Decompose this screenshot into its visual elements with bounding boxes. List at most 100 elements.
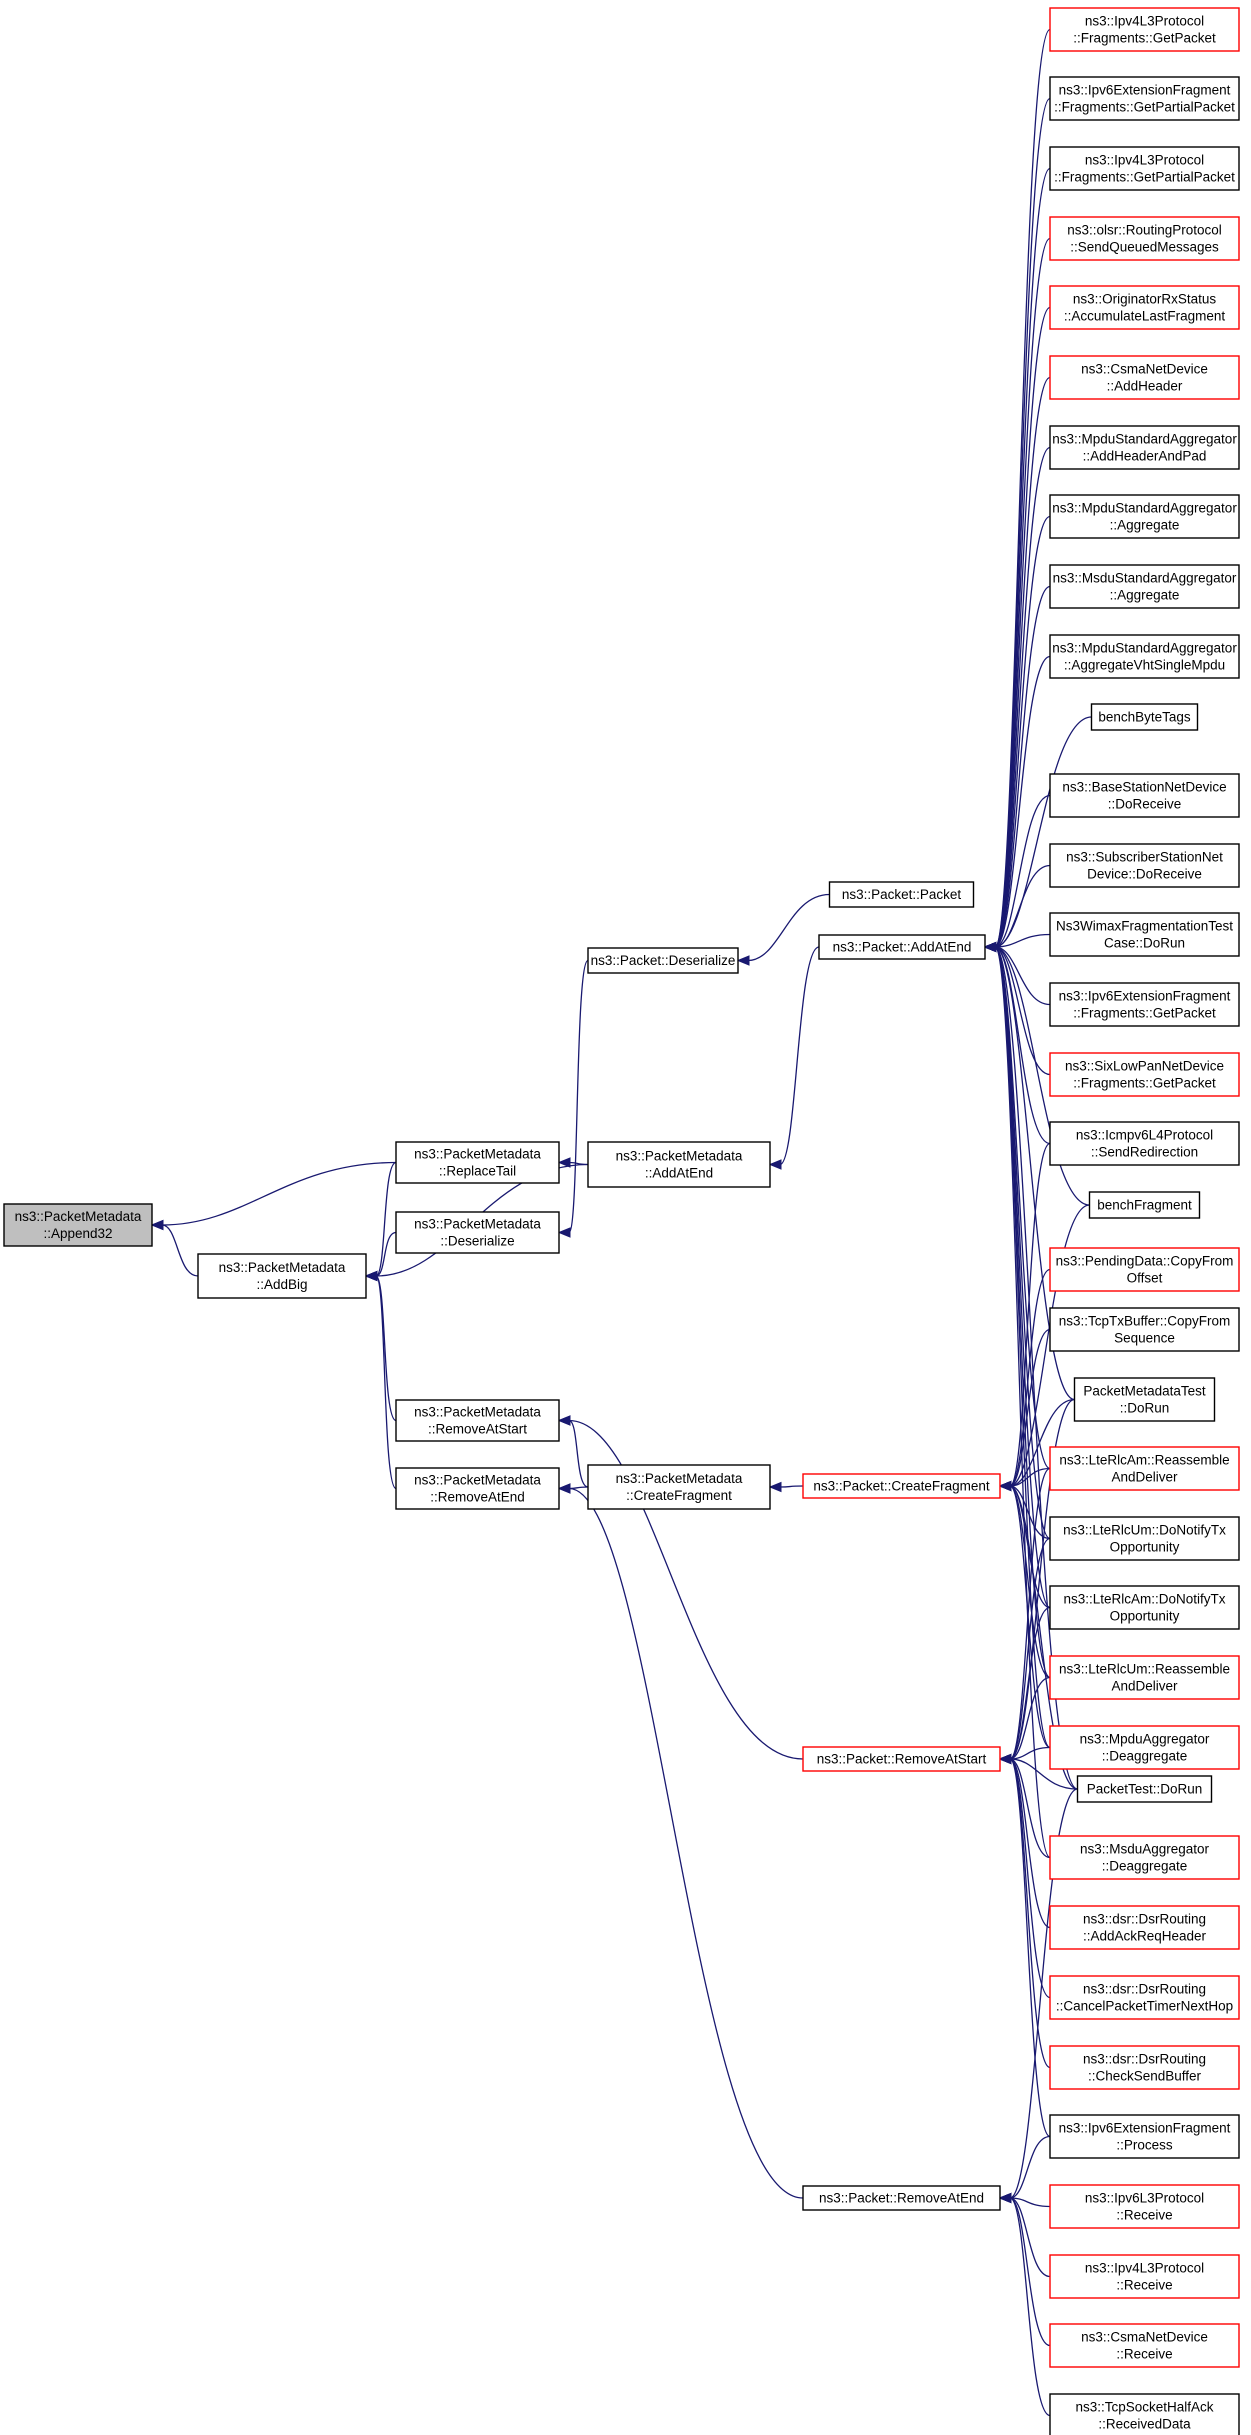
edge-line (568, 1419, 804, 1760)
node-r1[interactable]: ns3::Ipv4L3Protocol::Fragments::GetPacke… (1049, 7, 1240, 52)
node-r10[interactable]: ns3::MpduStandardAggregator::AggregateVh… (1049, 634, 1240, 679)
edge-line (779, 1485, 804, 1488)
node-r28[interactable]: ns3::MsduAggregator::Deaggregate (1049, 1835, 1240, 1880)
node-label-line: ::Fragments::GetPartialPacket (1054, 100, 1235, 115)
node-p_removeatstart[interactable]: ns3::Packet::RemoveAtStart (802, 1746, 1001, 1772)
node-r26[interactable]: ns3::MpduAggregator::Deaggregate (1049, 1725, 1240, 1770)
edge-line (747, 893, 830, 962)
node-p_addatend[interactable]: ns3::Packet::AddAtEnd (818, 934, 986, 960)
node-label-line: ::Receive (1116, 2347, 1172, 2362)
node-r15[interactable]: ns3::Ipv6ExtensionFragment::Fragments::G… (1049, 982, 1240, 1027)
node-r27[interactable]: PacketTest::DoRun (1076, 1775, 1213, 1803)
node-label-line: ::Fragments::GetPartialPacket (1054, 170, 1235, 185)
node-r8[interactable]: ns3::MpduStandardAggregator::Aggregate (1049, 494, 1240, 539)
edge-line (1009, 1328, 1051, 1487)
edge-line (1009, 1788, 1078, 2199)
edge-line (1009, 1485, 1051, 1679)
node-removeatstart[interactable]: ns3::PacketMetadata::RemoveAtStart (395, 1399, 560, 1442)
node-label-line: ns3::Ipv4L3Protocol (1085, 2261, 1204, 2276)
node-createfragment[interactable]: ns3::PacketMetadata::CreateFragment (587, 1464, 771, 1510)
node-box (587, 947, 739, 974)
edge-line (994, 946, 1090, 1206)
edge-line (1009, 1758, 1051, 1929)
edge-r32-to-p_removeatstart (998, 1753, 1051, 2138)
node-label-line: ns3::MpduStandardAggregator (1052, 432, 1237, 447)
edge-r31-to-p_removeatstart (998, 1753, 1051, 2069)
node-addbig[interactable]: ns3::PacketMetadata::AddBig (197, 1253, 367, 1299)
node-r17[interactable]: ns3::Icmpv6L4Protocol::SendRedirection (1049, 1121, 1240, 1166)
node-label-line: ns3::Ipv6ExtensionFragment (1059, 989, 1231, 1004)
node-r31[interactable]: ns3::dsr::DsrRouting::CheckSendBuffer (1049, 2045, 1240, 2090)
node-label-line: ns3::Ipv6ExtensionFragment (1059, 2121, 1231, 2136)
node-label-line: ns3::Ipv6L3Protocol (1085, 2191, 1204, 2206)
node-pm_deserialize[interactable]: ns3::PacketMetadata::Deserialize (395, 1211, 560, 1254)
node-r16[interactable]: ns3::SixLowPanNetDevice::Fragments::GetP… (1049, 1052, 1240, 1097)
node-label-line: ::DoReceive (1108, 797, 1182, 812)
edge-line (1009, 2197, 1051, 2278)
node-r9[interactable]: ns3::MsduStandardAggregator::Aggregate (1049, 564, 1240, 609)
node-r4[interactable]: ns3::olsr::RoutingProtocol::SendQueuedMe… (1049, 216, 1240, 261)
edge-line (161, 1161, 397, 1226)
node-r2[interactable]: ns3::Ipv6ExtensionFragment::Fragments::G… (1049, 76, 1240, 121)
node-replacetail[interactable]: ns3::PacketMetadata::ReplaceTail (395, 1141, 560, 1184)
node-r12[interactable]: ns3::BaseStationNetDevice::DoReceive (1049, 773, 1240, 818)
edge-line (1009, 1758, 1051, 1999)
node-box (587, 1464, 771, 1510)
node-box (818, 934, 986, 960)
edge-r22-to-p_removeatstart (998, 1467, 1051, 1765)
edge-arrowhead (150, 1219, 164, 1231)
edge-p_createfragment-to-createfragment (768, 1481, 804, 1493)
node-box (587, 1141, 771, 1188)
nodes-layer: ns3::PacketMetadata::Append32ns3::Packet… (3, 7, 1240, 2435)
node-r18[interactable]: benchFragment (1088, 1191, 1201, 1219)
node-label-line: ns3::PacketMetadata (414, 1405, 541, 1420)
node-r6[interactable]: ns3::CsmaNetDevice::AddHeader (1049, 355, 1240, 400)
node-label-line: ns3::olsr::RoutingProtocol (1067, 223, 1222, 238)
node-r33[interactable]: ns3::Ipv6L3Protocol::Receive (1049, 2184, 1240, 2229)
node-r11[interactable]: benchByteTags (1090, 703, 1199, 731)
node-r32[interactable]: ns3::Ipv6ExtensionFragment::Process (1049, 2114, 1240, 2159)
node-label-line: ns3::MsduAggregator (1080, 1842, 1210, 1857)
node-box (1076, 1775, 1213, 1803)
node-box (1049, 2045, 1240, 2090)
node-r3[interactable]: ns3::Ipv4L3Protocol::Fragments::GetParti… (1049, 146, 1240, 191)
edge-line (1009, 1204, 1090, 1487)
edge-line (779, 946, 820, 1166)
node-label-line: ::Aggregate (1110, 588, 1180, 603)
node-label-line: ::Receive (1116, 2278, 1172, 2293)
node-r13[interactable]: ns3::SubscriberStationNetDevice::DoRecei… (1049, 843, 1240, 888)
node-box (1073, 1377, 1216, 1422)
node-r7[interactable]: ns3::MpduStandardAggregator::AddHeaderAn… (1049, 425, 1240, 470)
node-label-line: ns3::dsr::DsrRouting (1083, 1982, 1206, 1997)
edge-line (994, 864, 1051, 948)
node-r5[interactable]: ns3::OriginatorRxStatus::AccumulateLastF… (1049, 285, 1240, 330)
node-r35[interactable]: ns3::CsmaNetDevice::Receive (1049, 2323, 1240, 2368)
node-pm_addatend[interactable]: ns3::PacketMetadata::AddAtEnd (587, 1141, 771, 1188)
edge-r7-to-p_addatend (983, 446, 1051, 953)
node-r30[interactable]: ns3::dsr::DsrRouting::CancelPacketTimerN… (1049, 1975, 1240, 2020)
node-p_createfragment[interactable]: ns3::Packet::CreateFragment (802, 1473, 1001, 1499)
node-r21[interactable]: PacketMetadataTest::DoRun (1073, 1377, 1216, 1422)
node-label-line: PacketTest::DoRun (1087, 1782, 1203, 1797)
node-box (1049, 1052, 1240, 1097)
node-label-line: ns3::Packet::CreateFragment (813, 1479, 990, 1494)
edge-line (161, 1224, 199, 1277)
node-box (395, 1399, 560, 1442)
node-r34[interactable]: ns3::Ipv4L3Protocol::Receive (1049, 2254, 1240, 2299)
node-p_removeatend[interactable]: ns3::Packet::RemoveAtEnd (802, 2185, 1001, 2211)
node-p_deserialize[interactable]: ns3::Packet::Deserialize (587, 947, 739, 974)
node-r36[interactable]: ns3::TcpSocketHalfAck::ReceivedData (1049, 2393, 1240, 2435)
node-label-line: ns3::TcpSocketHalfAck (1075, 2400, 1213, 2415)
node-label-line: ns3::OriginatorRxStatus (1073, 292, 1217, 307)
node-removeatend[interactable]: ns3::PacketMetadata::RemoveAtEnd (395, 1467, 560, 1510)
node-p_packet[interactable]: ns3::Packet::Packet (828, 881, 975, 908)
node-r29[interactable]: ns3::dsr::DsrRouting::AddAckReqHeader (1049, 1905, 1240, 1950)
